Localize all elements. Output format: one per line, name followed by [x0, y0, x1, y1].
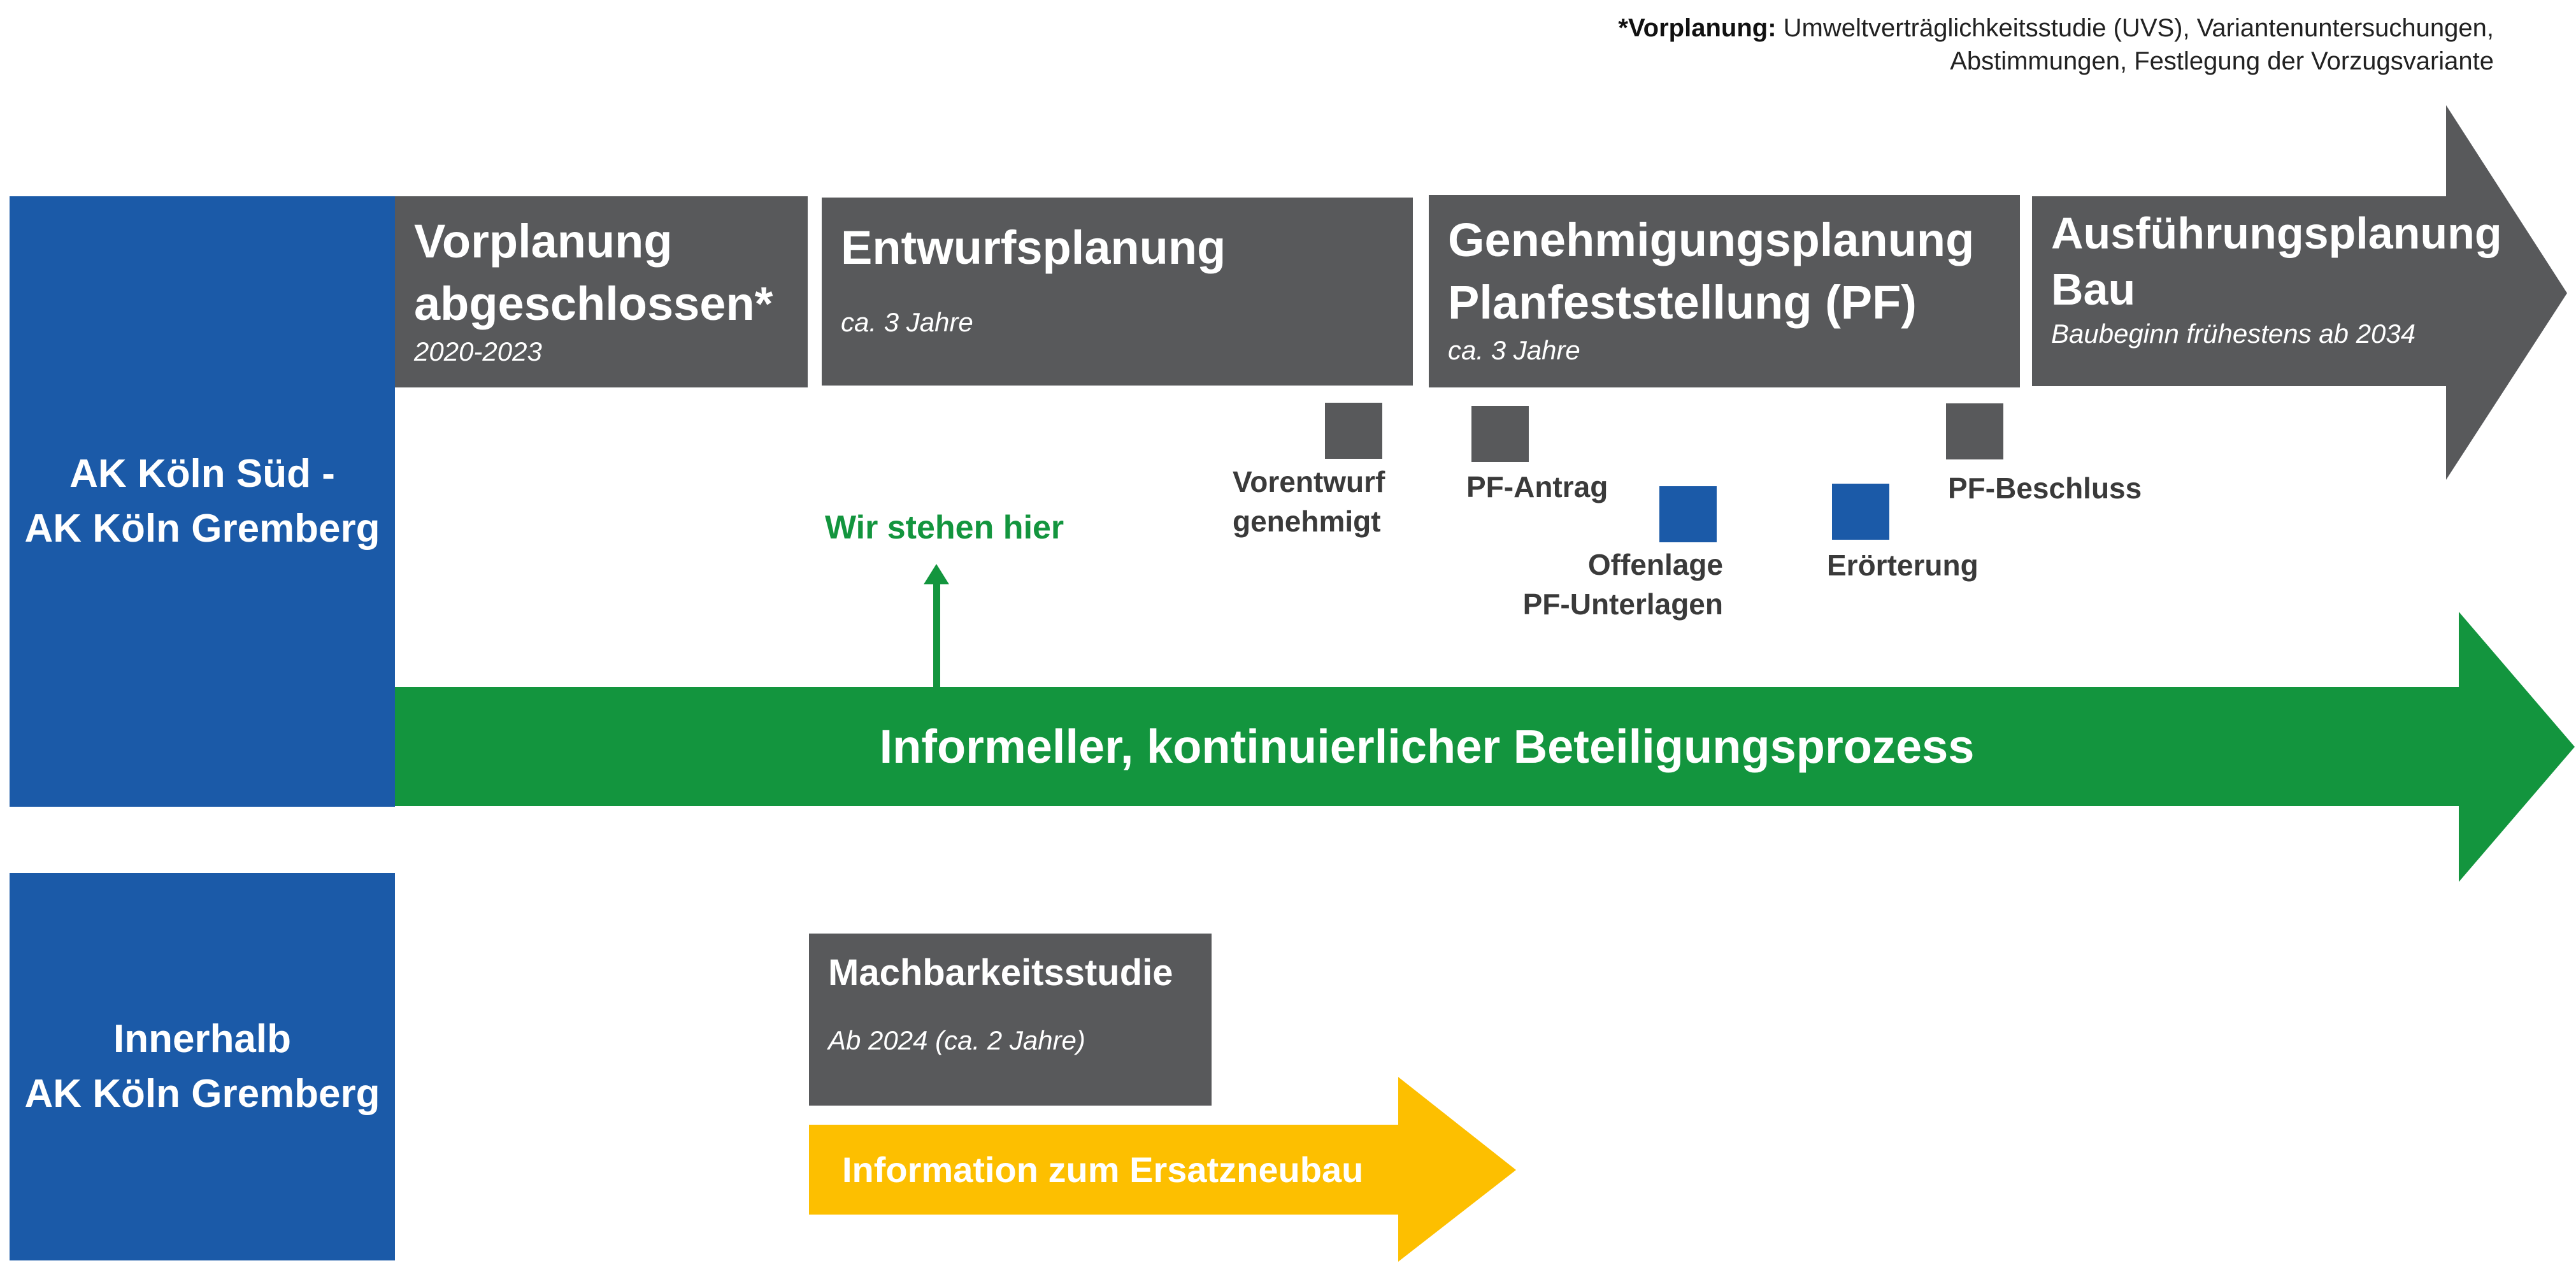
info-arrow [809, 1077, 1516, 1262]
milestone-pf-antrag-label: PF-Antrag [1466, 470, 1608, 503]
phase-title: Genehmigungsplanung Planfeststellung (PF… [1448, 213, 1975, 329]
footnote-line2: Abstimmungen, Festlegung der Vorzugsvari… [1950, 47, 2494, 75]
row-label-top: AK Köln Süd - AK Köln Gremberg [10, 196, 395, 807]
phase-title: Entwurfsplanung [841, 221, 1226, 274]
phase-subtitle: ca. 3 Jahre [841, 307, 973, 337]
milestone-offenlage-label: Offenlage PF-Unterlagen [1522, 548, 1723, 621]
footnote-line1: Umweltverträglichkeitsstudie (UVS), Vari… [1783, 14, 2494, 42]
row-label-top-text: AK Köln Süd - AK Köln Gremberg [24, 452, 380, 551]
milestone-offenlage-square [1659, 486, 1717, 542]
milestone-vorentwurf-label: Vorentwurf genehmigt [1233, 465, 1385, 538]
milestone-pf-beschluss-label: PF-Beschluss [1948, 472, 2142, 505]
milestone-eroerterung-square [1832, 484, 1889, 540]
row-label-bottom: Innerhalb AK Köln Gremberg [10, 873, 395, 1260]
milestone-pf-antrag-square [1471, 406, 1529, 462]
feasibility-study-box: Machbarkeitsstudie Ab 2024 (ca. 2 Jahre) [809, 934, 1212, 1106]
milestone-vorentwurf-square [1325, 403, 1382, 459]
phase-title: Ausführungsplanung Bau [2051, 208, 2502, 314]
phase-subtitle: 2020-2023 [414, 336, 542, 366]
feasibility-subtitle: Ab 2024 (ca. 2 Jahre) [828, 1025, 1085, 1055]
participation-arrow [395, 612, 2575, 882]
phase-entwurfsplanung: Entwurfsplanung ca. 3 Jahre [822, 198, 1413, 386]
timeline-arrow-head [2446, 105, 2567, 480]
milestone-pf-beschluss-square [1946, 403, 2003, 459]
phase-title: Vorplanung abgeschlossen* [414, 215, 773, 330]
phase-subtitle: ca. 3 Jahre [1448, 335, 1580, 365]
info-label: Information zum Ersatzneubau [842, 1150, 1364, 1190]
current-position-arrow [924, 564, 949, 688]
phase-genehmigungsplanung: Genehmigungsplanung Planfeststellung (PF… [1429, 195, 2020, 387]
participation-label: Informeller, kontinuierlicher Beteiligun… [879, 720, 1975, 773]
current-position-label: Wir stehen hier [825, 509, 1064, 546]
footnote: *Vorplanung: Umweltverträglichkeitsstudi… [1220, 11, 2494, 78]
milestone-eroerterung-label: Erörterung [1827, 549, 1979, 582]
feasibility-title: Machbarkeitsstudie [828, 952, 1173, 993]
footnote-bold: *Vorplanung: [1618, 14, 1777, 42]
row-label-bottom-text: Innerhalb AK Köln Gremberg [24, 1017, 380, 1116]
phase-vorplanung: Vorplanung abgeschlossen* 2020-2023 [395, 196, 808, 387]
phase-ausfuehrungsplanung: Ausführungsplanung Bau Baubeginn frühest… [2032, 196, 2502, 386]
phase-subtitle: Baubeginn frühestens ab 2034 [2051, 319, 2416, 349]
